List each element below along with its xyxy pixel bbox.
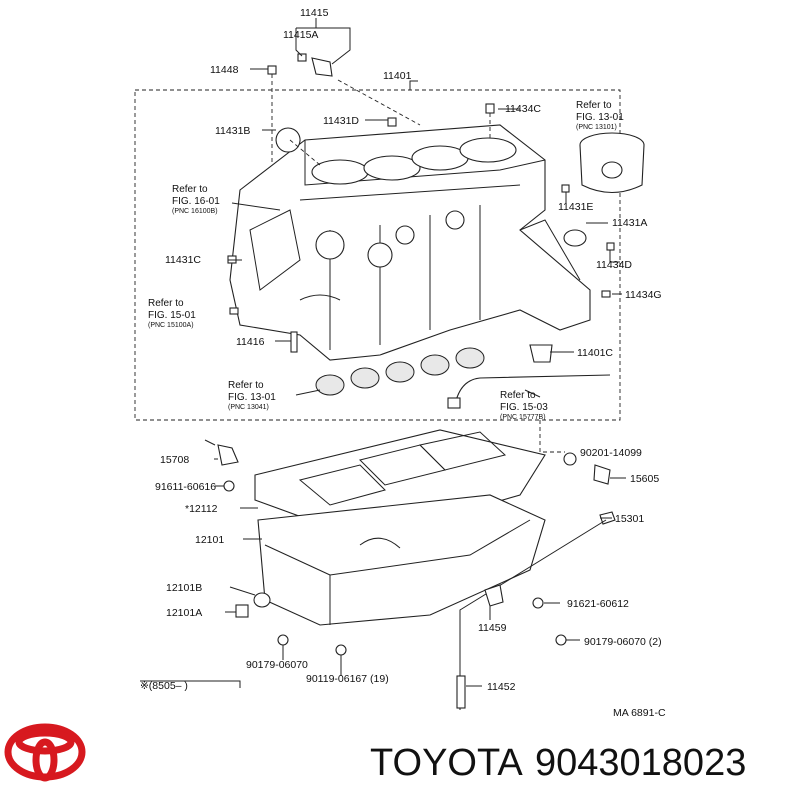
label-11416: 11416 xyxy=(236,336,265,348)
label-12101a: 12101A xyxy=(166,607,202,619)
label-90119-06167: 90119-06167 (19) xyxy=(306,673,389,685)
ref-fig-13-01-bearing: Refer to FIG. 13-01 (PNC 13041) xyxy=(228,380,276,411)
label-11401: 11401 xyxy=(383,70,412,82)
ref-fig-16-01: Refer to FIG. 16-01 (PNC 16100B) xyxy=(172,184,220,215)
label-12101: 12101 xyxy=(195,534,224,546)
part-number: 9043018023 xyxy=(535,742,746,784)
label-8505-note: ※(8505– ) xyxy=(140,680,188,692)
svg-text:Refer to: Refer to xyxy=(576,100,612,111)
svg-text:(PNC 15777B): (PNC 15777B) xyxy=(500,414,546,421)
label-11452: 11452 xyxy=(487,681,516,693)
label-11434c: 11434C xyxy=(505,103,541,115)
cylinder-block-drawing xyxy=(229,124,591,361)
svg-text:(PNC 13041): (PNC 13041) xyxy=(228,404,269,411)
label-91621-60612: 91621-60612 xyxy=(567,598,629,610)
svg-text:FIG. 13-01: FIG. 13-01 xyxy=(576,112,624,123)
svg-text:FIG. 15-01: FIG. 15-01 xyxy=(148,310,196,321)
crank-bearings-drawing xyxy=(315,347,485,396)
svg-text:FIG. 13-01: FIG. 13-01 xyxy=(228,392,276,403)
label-11415a: 11415A xyxy=(283,29,318,41)
label-11431e: 11431E xyxy=(558,201,593,213)
drawing-code: MA 6891-C xyxy=(613,707,666,719)
svg-text:(PNC 16100B): (PNC 16100B) xyxy=(172,208,218,215)
svg-text:Refer to: Refer to xyxy=(500,390,536,401)
svg-text:(PNC 13101): (PNC 13101) xyxy=(576,124,617,131)
label-90201-14099: 90201-14099 xyxy=(580,447,642,459)
svg-text:Refer to: Refer to xyxy=(172,184,208,195)
ref-fig-15-03: Refer to FIG. 15-03 (PNC 15777B) xyxy=(500,390,548,421)
label-90179-06070-2: 90179-06070 (2) xyxy=(584,636,662,648)
label-15301: 15301 xyxy=(615,513,644,525)
label-11431a: 11431A xyxy=(612,217,647,229)
label-11431d: 11431D xyxy=(323,115,359,127)
label-11431c: 11431C xyxy=(165,254,201,266)
leader-lines xyxy=(140,18,626,688)
label-15708: 15708 xyxy=(160,454,189,466)
label-15605: 15605 xyxy=(630,473,659,485)
label-11431b: 11431B xyxy=(215,125,250,137)
label-12101b: 12101B xyxy=(166,582,202,594)
svg-text:(PNC 15100A): (PNC 15100A) xyxy=(148,322,194,329)
label-12112: *12112 xyxy=(185,503,218,515)
label-11459: 11459 xyxy=(478,622,507,634)
oil-pan-drawing xyxy=(257,494,546,626)
label-11415: 11415 xyxy=(300,7,329,19)
block-frame xyxy=(134,89,621,421)
ref-fig-15-01: Refer to FIG. 15-01 (PNC 15100A) xyxy=(148,298,196,329)
label-11434g: 11434G xyxy=(625,289,662,301)
svg-text:Refer to: Refer to xyxy=(228,380,264,391)
svg-text:FIG. 16-01: FIG. 16-01 xyxy=(172,196,220,207)
piston-drawing xyxy=(579,132,645,193)
toyota-logo-icon xyxy=(4,723,86,782)
label-91611-60616: 91611-60616 xyxy=(155,481,216,493)
label-11434d: 11434D xyxy=(596,259,632,271)
label-90179-06070: 90179-06070 xyxy=(246,659,308,671)
svg-text:FIG. 15-03: FIG. 15-03 xyxy=(500,402,548,413)
brand-name: TOYOTA xyxy=(370,742,523,784)
label-11401c: 11401C xyxy=(577,347,613,359)
ref-fig-13-01-piston: Refer to FIG. 13-01 (PNC 13101) xyxy=(576,100,624,131)
svg-text:Refer to: Refer to xyxy=(148,298,184,309)
label-11448: 11448 xyxy=(210,64,239,76)
